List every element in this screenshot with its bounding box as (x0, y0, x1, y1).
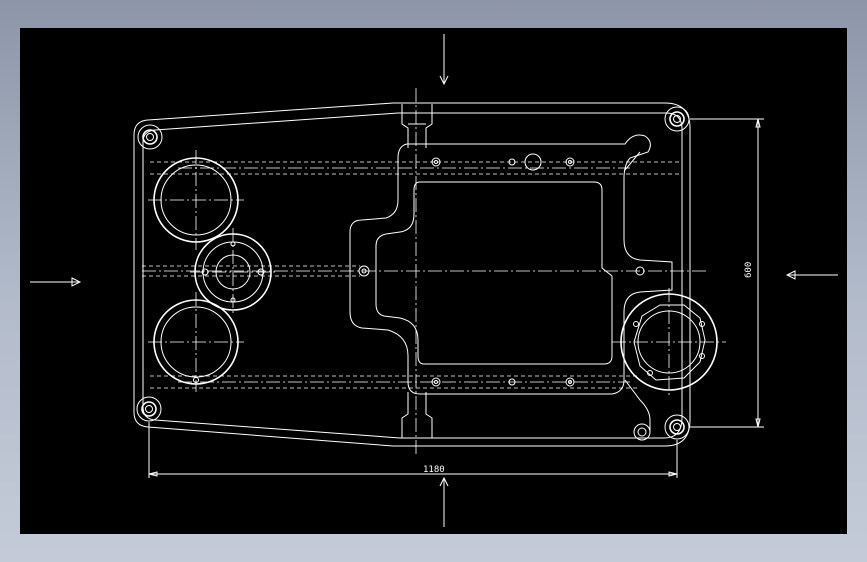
cad-viewport[interactable]: 1180 600 (20, 28, 847, 534)
centerlines (142, 88, 706, 455)
housing-ribs (401, 104, 433, 438)
cad-drawing-canvas: 1180 600 (30, 34, 838, 527)
dimension-height: 600 (690, 118, 764, 428)
dimension-width-label: 1180 (423, 465, 445, 475)
inner-pocket (349, 134, 673, 432)
view-arrow-top (439, 34, 449, 86)
housing-outline (133, 102, 691, 447)
bearing-bore-right (612, 288, 726, 398)
corner-bolt-top-left (137, 124, 163, 150)
dimension-width: 1180 (148, 422, 678, 478)
bearing-bore-bottom (148, 292, 244, 392)
bearing-bore-middle (190, 228, 276, 316)
corner-bolt-top-right (664, 106, 690, 132)
small-holes (358, 153, 645, 387)
dimension-height-label: 600 (744, 262, 754, 278)
corner-bolt-bottom-right (664, 414, 690, 440)
hidden-lines (142, 161, 680, 389)
bolt-bottom-right-inner (633, 423, 651, 441)
view-arrow-left (30, 277, 82, 287)
view-arrow-bottom (439, 476, 449, 527)
view-arrow-right (785, 270, 838, 280)
corner-bolt-bottom-left (136, 396, 162, 422)
bearing-bore-top (148, 150, 244, 250)
